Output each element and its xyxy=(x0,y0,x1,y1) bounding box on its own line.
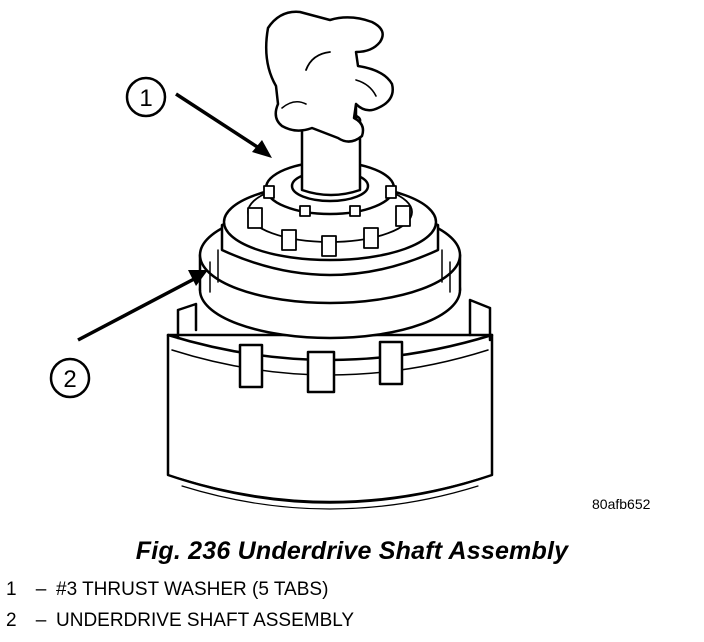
legend-item-1-label: #3 THRUST WASHER (5 TABS) xyxy=(56,579,329,600)
legend-item-1-number: 1 xyxy=(6,579,17,600)
transmission-housing xyxy=(166,298,494,510)
legend-separator: – xyxy=(35,610,47,631)
hand xyxy=(265,10,394,143)
figure-caption: Fig. 236 Underdrive Shaft Assembly xyxy=(135,537,569,565)
callout-2: 2 xyxy=(49,270,208,399)
legend-item-1: 1–#3 THRUST WASHER (5 TABS) xyxy=(6,579,328,601)
legend-item-2: 2–UNDERDRIVE SHAFT ASSEMBLY xyxy=(6,610,354,632)
legend-item-2-label: UNDERDRIVE SHAFT ASSEMBLY xyxy=(56,610,355,631)
legend-item-2-number: 2 xyxy=(6,610,17,631)
callout-1-number: 1 xyxy=(139,85,152,112)
underdrive-shaft-illustration: 1 2 80afb652 xyxy=(49,10,651,512)
legend-separator: – xyxy=(35,579,47,600)
callout-1: 1 xyxy=(125,76,272,158)
callout-2-number: 2 xyxy=(63,366,76,393)
figure-id-label: 80afb652 xyxy=(592,496,651,512)
